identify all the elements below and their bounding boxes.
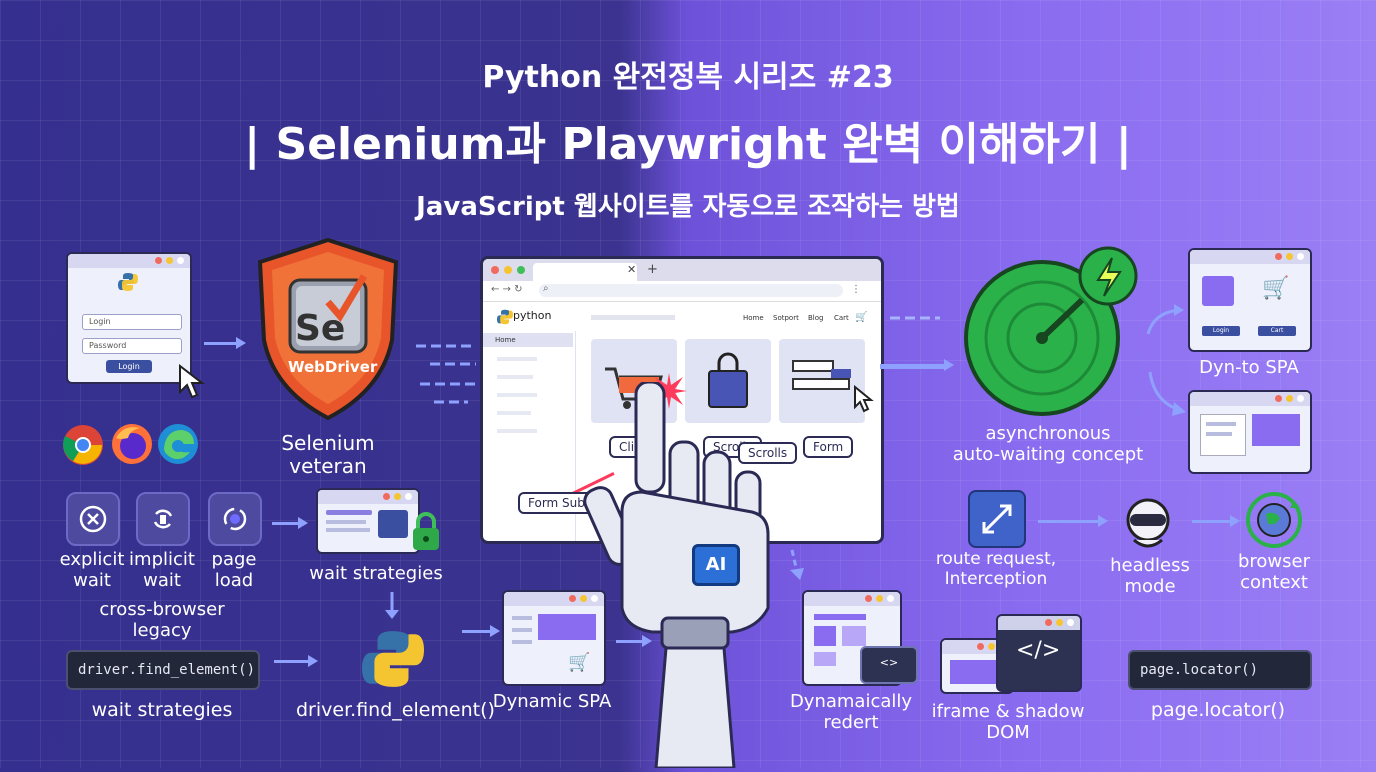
arrow xyxy=(880,359,954,371)
x-circle-icon xyxy=(66,492,120,546)
arrow xyxy=(462,625,500,637)
password-field[interactable]: Password xyxy=(82,338,182,354)
main-title: | Selenium과 Playwright 완벽 이해하기 | xyxy=(244,119,1132,170)
bag-tile[interactable] xyxy=(685,339,771,423)
mini-cart-button[interactable]: Cart xyxy=(1258,326,1296,336)
motion-lines xyxy=(786,548,810,586)
curved-arrow-icon xyxy=(1146,368,1190,422)
shield-logo: Se xyxy=(295,308,346,349)
wait-label-explicit: explicit wait xyxy=(59,549,125,591)
python-label: driver.find_element() xyxy=(296,699,495,721)
cross-browser-label: cross-browser legacy xyxy=(99,599,225,641)
python-icon xyxy=(118,272,138,292)
code-find-element: driver.find_element() xyxy=(66,650,260,690)
login-window: Login Password Login xyxy=(66,252,192,384)
label-form-sub: Form Sub xyxy=(518,492,595,514)
dyn-spa-label: Dyn-to SPA xyxy=(1199,357,1299,378)
firefox-icon xyxy=(110,422,154,470)
chrome-icon xyxy=(62,424,104,470)
arrow xyxy=(1192,515,1240,527)
code-bubble-icon: <> xyxy=(860,646,918,684)
sync-icon xyxy=(208,492,262,546)
browser-context-icon xyxy=(1244,490,1304,554)
wait-strategies-bottom-label: wait strategies xyxy=(91,699,233,721)
code-page-locator: page.locator() xyxy=(1128,650,1312,690)
expand-icon xyxy=(968,490,1026,548)
down-arrow-icon xyxy=(384,592,400,624)
cursor-icon xyxy=(178,363,208,404)
headless-label: headless mode xyxy=(1110,555,1190,597)
sidebar: Home xyxy=(483,331,576,541)
sidebar-item-home[interactable]: Home xyxy=(483,333,573,347)
shield-text: WebDriver xyxy=(288,358,378,376)
nav-cart[interactable]: Cart xyxy=(834,314,849,322)
radar-label: asynchronous auto-waiting concept xyxy=(952,423,1144,465)
dynamic-spa-label: Dynamic SPA xyxy=(492,691,612,712)
wait-strategies-label: wait strategies xyxy=(309,563,443,584)
edge-icon xyxy=(156,422,200,470)
nav-home[interactable]: Home xyxy=(743,314,764,322)
new-tab-icon[interactable]: + xyxy=(647,262,658,277)
motion-lines xyxy=(890,310,950,334)
robot-hand-icon xyxy=(582,380,792,772)
login-button[interactable]: Login xyxy=(106,360,152,373)
series-title: Python 완전정복 시리즈 #23 xyxy=(482,60,894,95)
wait-strategies-window xyxy=(316,488,420,554)
search-icon: ⌕ xyxy=(543,283,549,294)
radar-icon xyxy=(962,246,1138,426)
wait-label-implicit: implicit wait xyxy=(129,549,195,591)
cursor-icon xyxy=(853,384,875,417)
route-label: route request, Interception xyxy=(935,549,1057,589)
selenium-label: Selenium veteran xyxy=(281,431,375,478)
label-form: Form xyxy=(803,436,854,458)
python-icon xyxy=(497,309,515,327)
dyn-spa-window-top: 🛒 Login Cart xyxy=(1188,248,1312,352)
label-scrolls-2: Scrolls xyxy=(738,442,798,464)
ai-chip: AI xyxy=(692,544,740,586)
arrow xyxy=(274,655,318,667)
cart-icon[interactable]: 🛒 xyxy=(855,312,868,323)
motion-lines xyxy=(416,340,480,414)
arrow xyxy=(1038,515,1108,527)
arrow xyxy=(272,517,308,529)
site-logo: python xyxy=(513,309,552,322)
dyn-spa-window-bottom xyxy=(1188,390,1312,474)
nav-blog[interactable]: Blog xyxy=(808,314,824,322)
python-logo-icon xyxy=(362,628,424,694)
dynamic-spa-window: 🛒 xyxy=(502,590,606,686)
nav-support[interactable]: Sotport xyxy=(773,314,799,322)
subtitle: JavaScript 웹사이트를 자동으로 조작하는 방법 xyxy=(416,192,960,222)
cart-icon: 🛒 xyxy=(1262,276,1290,301)
close-tab-icon[interactable]: ✕ xyxy=(627,263,637,276)
lock-icon xyxy=(410,512,442,556)
locator-label: page.locator() xyxy=(1150,699,1286,721)
arrow xyxy=(616,635,652,647)
headless-icon xyxy=(1118,494,1178,558)
browser-tabbar: ✕ + xyxy=(483,259,881,281)
cart-icon: 🛒 xyxy=(568,652,591,673)
refresh-icon xyxy=(136,492,190,546)
shadow-dom-window: </> xyxy=(996,614,1082,692)
context-label: browser context xyxy=(1237,551,1311,593)
code-icon: </> xyxy=(1016,638,1061,663)
selenium-shield-icon xyxy=(254,236,402,426)
iframe-label: iframe & shadow DOM xyxy=(931,701,1085,743)
mini-login-button[interactable]: Login xyxy=(1202,326,1240,336)
dynamic-render-label: Dynamaically redert xyxy=(789,691,913,733)
arrow xyxy=(204,337,246,349)
address-bar[interactable]: ← → ↻ ⌕ ⋮ xyxy=(483,281,881,302)
curved-arrow-icon xyxy=(1144,302,1188,342)
form-tile[interactable] xyxy=(779,339,865,423)
username-field[interactable]: Login xyxy=(82,314,182,330)
menu-icon[interactable]: ⋮ xyxy=(851,284,861,295)
wait-label-pageload: page load xyxy=(211,549,257,591)
